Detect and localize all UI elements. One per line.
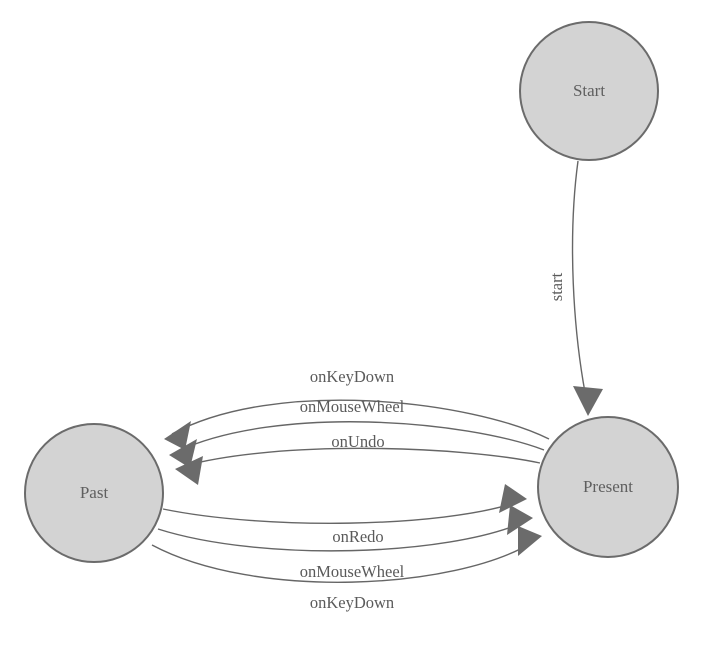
edge-present-to-past-onmousewheel[interactable]: onMouseWheel — [169, 397, 545, 468]
arrow-head-past-present-wheel — [507, 505, 533, 535]
edge-path-start-present — [571, 160, 589, 409]
arrow-head-start-present — [573, 386, 603, 416]
edge-label-past-present-keydown: onKeyDown — [310, 593, 394, 612]
edge-label-present-past-keydown: onKeyDown — [310, 367, 394, 386]
edge-path-present-past-keydown — [171, 399, 550, 440]
edge-present-to-past-onundo[interactable]: onUndo — [175, 432, 541, 485]
edge-present-to-past-onkeydown[interactable]: onKeyDown — [164, 367, 550, 450]
edge-path-past-present-wheel — [157, 521, 525, 552]
edge-label-past-present-redo: onRedo — [332, 527, 383, 546]
node-start-label: Start — [573, 81, 605, 100]
node-past-label: Past — [80, 483, 109, 502]
arrow-head-present-past-keydown — [164, 421, 191, 450]
edge-past-to-present-onmousewheel[interactable]: onMouseWheel — [157, 505, 533, 581]
edge-label-start: start — [547, 272, 566, 301]
node-start-circle — [519, 21, 659, 161]
edge-label-present-past-wheel: onMouseWheel — [300, 397, 405, 416]
edge-past-to-present-onkeydown[interactable]: onKeyDown — [151, 526, 542, 612]
node-past-circle — [24, 423, 164, 563]
edge-label-past-present-wheel: onMouseWheel — [300, 562, 405, 581]
arrow-head-past-present-redo — [499, 484, 527, 513]
edge-path-present-past-wheel — [177, 421, 545, 452]
node-present-circle — [537, 416, 679, 558]
arrow-head-past-present-keydown — [518, 526, 542, 556]
edge-past-to-present-onredo[interactable]: onRedo — [162, 484, 527, 546]
node-past[interactable]: Past — [24, 423, 164, 563]
edge-label-present-past-undo: onUndo — [331, 432, 384, 451]
edge-path-past-present-redo — [162, 501, 519, 524]
edge-path-past-present-keydown — [151, 541, 534, 583]
arrow-head-present-past-undo — [175, 456, 203, 485]
node-start[interactable]: Start — [519, 21, 659, 161]
arrow-head-present-past-wheel — [169, 439, 197, 468]
edge-path-present-past-undo — [183, 447, 541, 467]
node-present-label: Present — [583, 477, 633, 496]
node-present[interactable]: Present — [537, 416, 679, 558]
edge-start-to-present[interactable]: start — [547, 160, 603, 416]
